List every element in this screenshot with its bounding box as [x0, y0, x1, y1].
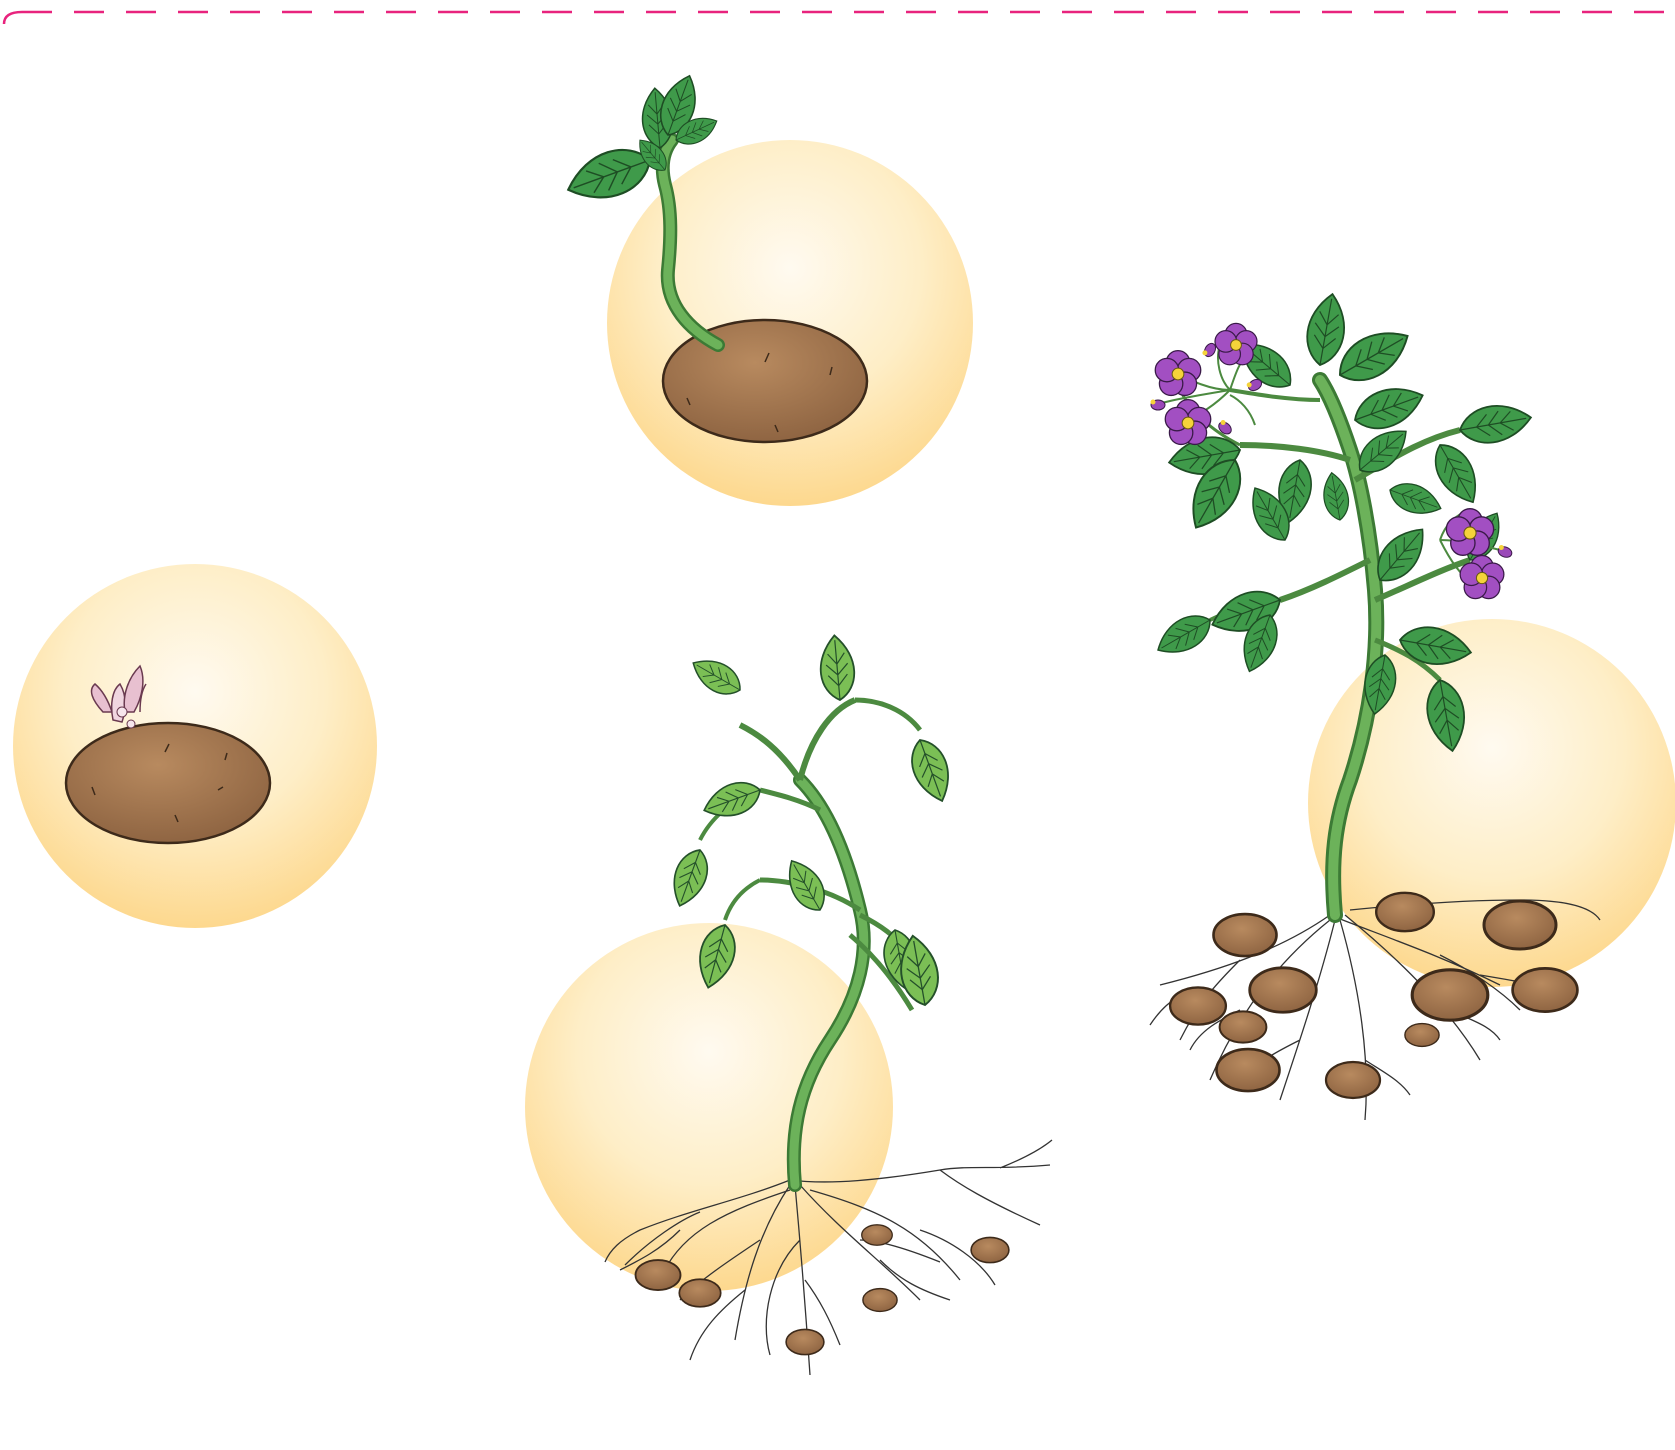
- stage-2-seedling: [561, 70, 973, 506]
- stage-3-leaves: [665, 634, 958, 1008]
- stage-2-tuber: [663, 320, 867, 442]
- stage-4-mature-plant: [1150, 291, 1675, 1120]
- stage-3-young-plant: [525, 634, 1052, 1375]
- stage-1-sprouting-tuber: [13, 564, 377, 928]
- stage-1-tuber: [66, 723, 270, 843]
